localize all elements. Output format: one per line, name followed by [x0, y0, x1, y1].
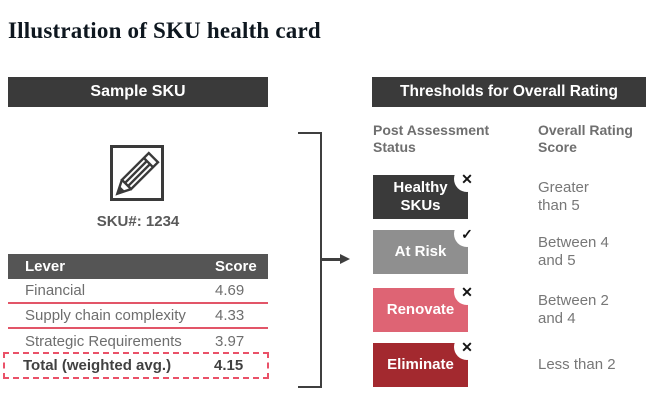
table-header-row: Lever Score — [8, 254, 268, 279]
score-range-line1: Less than 2 — [538, 356, 616, 373]
arrow-shaft — [321, 258, 341, 261]
score-column-header-right: Overall Rating Score — [538, 122, 633, 156]
badge-label-line1: At Risk — [394, 243, 447, 260]
score-column-header: Score — [215, 258, 257, 275]
page-title: Illustration of SKU health card — [8, 18, 321, 43]
check-icon: ✓ — [454, 221, 480, 247]
score-cell: 4.69 — [215, 282, 245, 299]
score-range-line2: and 5 — [538, 252, 576, 269]
score-range-renovate: Between 2 and 4 — [538, 288, 633, 332]
bracket-bottom-stub — [298, 386, 322, 388]
thresholds-header: Thresholds for Overall Rating — [372, 77, 646, 107]
table-row-supply-chain: Supply chain complexity 4.33 — [8, 304, 268, 329]
status-column-line1: Post Assessment — [373, 122, 490, 138]
status-column-header: Post Assessment Status — [373, 122, 489, 156]
score-range-line1: Greater — [538, 179, 589, 196]
lever-column-header: Lever — [25, 258, 66, 275]
status-badge-healthy: Healthy SKUs ✕ — [373, 166, 480, 219]
thresholds-header-label: Thresholds for Overall Rating — [400, 83, 618, 100]
x-icon: ✕ — [454, 334, 480, 360]
table-row-strategic: Strategic Requirements 3.97 — [8, 329, 268, 354]
sku-number-label: SKU#: 1234 — [96, 213, 180, 230]
score-range-eliminate: Less than 2 — [538, 343, 633, 387]
badge-label-line1: Eliminate — [387, 356, 454, 373]
total-score: 4.15 — [214, 357, 244, 374]
bracket-top-stub — [298, 132, 322, 134]
score-range-at-risk: Between 4 and 5 — [538, 230, 633, 274]
status-badge-eliminate: Eliminate ✕ — [373, 334, 480, 387]
score-range-line1: Between 2 — [538, 292, 609, 309]
lever-cell: Financial — [25, 282, 86, 299]
status-badge-renovate: Renovate ✕ — [373, 279, 480, 332]
score-column-line1: Overall Rating — [538, 122, 633, 138]
badge-label-line1: Renovate — [386, 301, 455, 318]
score-cell: 3.97 — [215, 333, 245, 350]
status-column-line2: Status — [373, 139, 416, 155]
lever-score-table: Lever Score Financial 4.69 Supply chain … — [8, 254, 268, 354]
badge-label-line1: Healthy — [393, 179, 448, 196]
x-icon: ✕ — [454, 166, 480, 192]
sample-sku-header: Sample SKU — [8, 77, 268, 107]
table-row-financial: Financial 4.69 — [8, 279, 268, 304]
status-badge-at-risk: At Risk ✓ — [373, 221, 480, 274]
arrow-right-icon — [340, 254, 350, 264]
total-label: Total (weighted avg.) — [23, 357, 172, 374]
lever-cell: Supply chain complexity — [25, 307, 186, 324]
score-range-line2: than 5 — [538, 197, 580, 214]
sample-sku-header-label: Sample SKU — [90, 83, 186, 100]
score-column-line2: Score — [538, 139, 577, 155]
score-cell: 4.33 — [215, 307, 245, 324]
score-range-line2: and 4 — [538, 310, 576, 327]
lever-cell: Strategic Requirements — [25, 333, 182, 350]
score-range-healthy: Greater than 5 — [538, 175, 633, 219]
table-row-total: Total (weighted avg.) 4.15 — [3, 352, 269, 379]
x-icon: ✕ — [454, 279, 480, 305]
pencil-icon — [103, 137, 169, 212]
badge-label-line2: SKUs — [400, 197, 441, 214]
score-range-line1: Between 4 — [538, 234, 609, 251]
